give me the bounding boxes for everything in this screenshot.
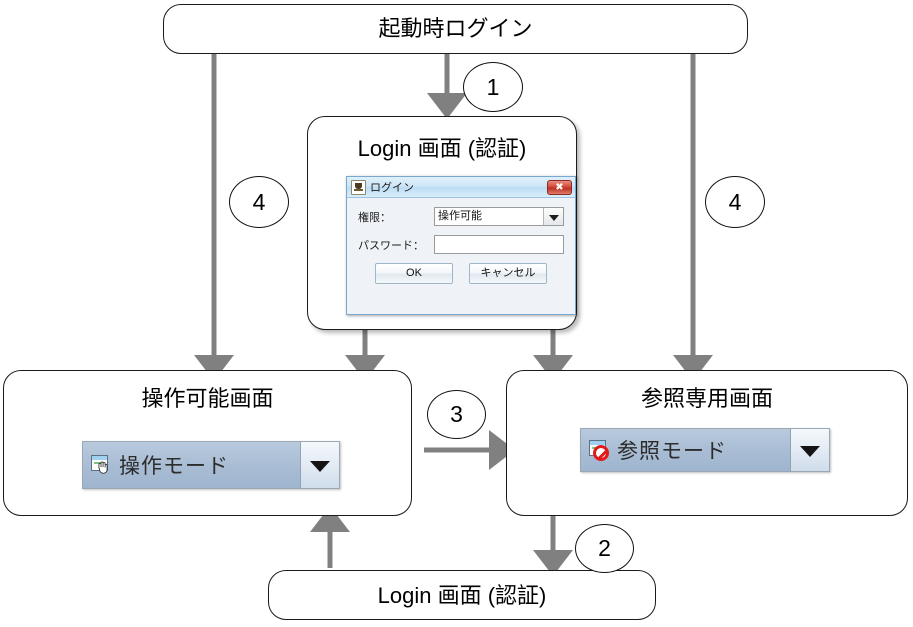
node-login-screen-top[interactable]: Login 画面 (認証) ログイン ✖ 権限： 操作可能: [307, 116, 577, 330]
node-login-screen-top-label: Login 画面 (認証): [357, 136, 527, 161]
step-badge-4-right-label: 4: [728, 188, 742, 215]
step-badge-4-left-label: 4: [252, 188, 266, 215]
permission-select-value: 操作可能: [438, 210, 482, 222]
login-dialog-body: 権限： 操作可能 パスワード： OK キャンセル: [347, 198, 575, 293]
readonly-mode-chevron-down-icon[interactable]: [791, 429, 829, 471]
node-readonly-screen[interactable]: 参照専用画面 参照モード: [506, 370, 908, 516]
node-startup-login-label: 起動時ログイン: [378, 16, 533, 41]
node-operable-screen[interactable]: 操作可能画面 操作モード: [3, 370, 412, 516]
permission-label: 権限：: [358, 211, 391, 224]
readonly-mode-value-area[interactable]: 参照モード: [581, 429, 791, 471]
operable-mode-chevron-down-icon[interactable]: [301, 442, 339, 488]
readonly-mode-select[interactable]: 参照モード: [580, 428, 830, 472]
window-hand-cursor-icon: [90, 454, 112, 476]
node-readonly-screen-label: 参照専用画面: [640, 386, 773, 411]
step-badge-2-label: 2: [598, 535, 611, 561]
node-login-screen-bottom-label: Login 画面 (認証): [377, 583, 547, 608]
operable-mode-value-area[interactable]: 操作モード: [83, 442, 301, 488]
step-badge-4-left: 4: [229, 176, 289, 228]
step-badge-2: 2: [575, 524, 634, 573]
login-dialog-titlebar: ログイン ✖: [347, 177, 575, 198]
close-icon[interactable]: ✖: [547, 179, 572, 195]
login-dialog[interactable]: ログイン ✖ 権限： 操作可能 パスワード：: [346, 176, 576, 315]
operable-mode-select[interactable]: 操作モード: [82, 441, 340, 489]
step-badge-3: 3: [427, 390, 486, 439]
step-badge-1-label: 1: [486, 73, 500, 100]
hand-icon: [98, 461, 108, 474]
login-dialog-buttons: OK キャンセル: [358, 263, 564, 284]
permission-row: 権限： 操作可能: [358, 207, 564, 226]
close-icon-glyph: ✖: [555, 181, 564, 193]
java-coffee-cup-icon: [351, 179, 366, 195]
prohibited-icon: [593, 445, 609, 461]
step-badge-4-right: 4: [705, 176, 765, 228]
password-row: パスワード：: [358, 235, 564, 254]
step-badge-1: 1: [463, 62, 523, 112]
password-input[interactable]: [434, 235, 564, 254]
password-label: パスワード：: [358, 239, 424, 252]
chevron-down-icon[interactable]: [543, 208, 563, 225]
operable-mode-value: 操作モード: [119, 455, 229, 478]
login-dialog-title: ログイン: [370, 182, 414, 194]
permission-select[interactable]: 操作可能: [434, 207, 564, 226]
window-prohibited-icon: [588, 439, 610, 461]
ok-button[interactable]: OK: [375, 263, 453, 284]
node-login-screen-bottom[interactable]: Login 画面 (認証): [268, 570, 656, 620]
readonly-mode-value: 参照モード: [617, 440, 727, 463]
node-startup-login[interactable]: 起動時ログイン: [163, 4, 748, 54]
node-operable-screen-label: 操作可能画面: [141, 386, 274, 411]
step-badge-3-label: 3: [450, 401, 463, 427]
cancel-button[interactable]: キャンセル: [469, 263, 547, 284]
